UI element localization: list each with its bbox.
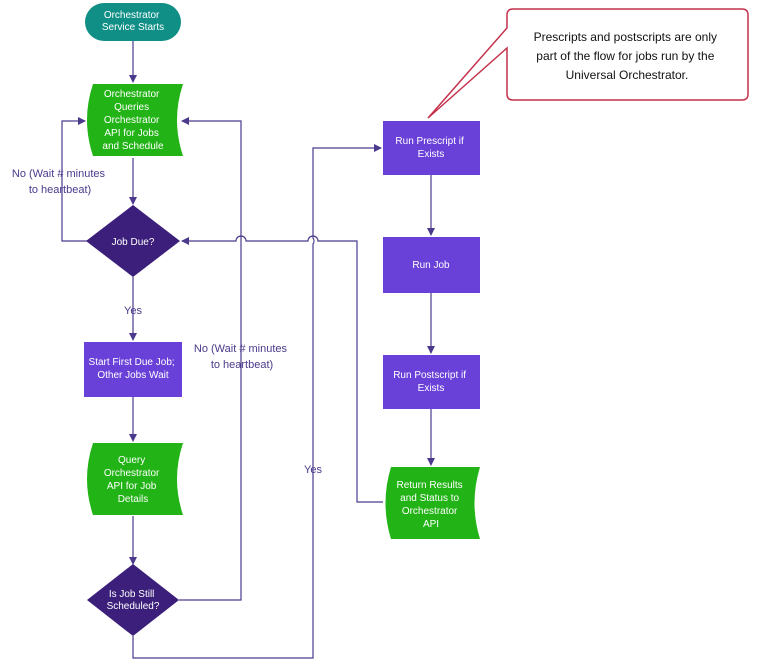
svg-text:Run Job: Run Job xyxy=(412,260,450,271)
callout-text-line: Prescripts and postscripts are only xyxy=(534,30,717,44)
connectors xyxy=(61,41,435,659)
callout-shape xyxy=(427,8,749,119)
node-text-line: Orchestrator xyxy=(402,506,458,517)
node-text-line: Is Job Still xyxy=(109,589,155,600)
edge-label-line: No (Wait # minutes xyxy=(12,168,106,180)
process-shape xyxy=(383,237,480,293)
node-text-line: Run Job xyxy=(412,260,450,271)
svg-text:Run Postscript if Exists: Run Postscript if Exists xyxy=(393,370,469,394)
node-text-line: Run Postscript if xyxy=(393,370,466,381)
node-job-still-scheduled-decision: Is Job Still Scheduled? xyxy=(87,564,179,636)
svg-text:Orchestrator Queries: Orchestrator Queries Orchestrator API fo… xyxy=(102,89,164,152)
node-service-start: Orchestrator Service Starts xyxy=(85,3,181,41)
svg-text:Is Job Still Scheduled?: Is Job Still Scheduled? xyxy=(107,589,160,612)
callout-text-line: part of the flow for jobs run by the xyxy=(536,49,714,63)
node-text-line: API for Jobs xyxy=(104,128,158,139)
callout-note: Prescripts and postscripts are only part… xyxy=(427,8,749,119)
data-shape xyxy=(385,467,480,539)
edge-label-line: to heartbeat) xyxy=(211,359,273,371)
node-text-line: API xyxy=(423,519,439,530)
svg-text:Start First Due Job; Oth: Start First Due Job; Other Jobs Wait xyxy=(89,357,178,381)
node-text-line: Other Jobs Wait xyxy=(97,370,169,381)
node-start-first-due-job: Start First Due Job; Other Jobs Wait xyxy=(84,342,182,397)
node-run-job: Run Job xyxy=(383,237,480,293)
node-run-prescript: Run Prescript if Exists xyxy=(383,121,480,175)
callout-text-line: Universal Orchestrator. xyxy=(566,68,689,82)
data-shape xyxy=(87,84,183,156)
node-text-line: Orchestrator xyxy=(104,10,160,21)
svg-text:Run Prescript if Exists: Run Prescript if Exists xyxy=(395,136,466,160)
node-run-postscript: Run Postscript if Exists xyxy=(383,355,480,409)
node-job-due-decision: Job Due? xyxy=(86,205,180,277)
node-text-line: Job Due? xyxy=(112,237,155,248)
node-text-line: and Schedule xyxy=(102,141,164,152)
node-text-line: Run Prescript if xyxy=(395,136,464,147)
data-shape xyxy=(87,443,183,515)
svg-text:Prescripts and postscripts are: Prescripts and postscripts are only part… xyxy=(534,30,721,82)
edge-stillscheduled-no-loop xyxy=(179,117,242,601)
edge-label-line: Yes xyxy=(304,464,322,476)
node-orchestrator-queries: Orchestrator Queries Orchestrator API fo… xyxy=(87,84,183,156)
terminator-shape xyxy=(85,3,181,41)
node-text-line: Queries xyxy=(114,102,149,113)
edge-jobdue-no-loop xyxy=(61,117,87,242)
node-query-job-details: Query Orchestrator API for Job Details xyxy=(87,443,183,515)
process-shape xyxy=(383,121,480,175)
edge-label-line: to heartbeat) xyxy=(29,184,91,196)
edge-label-yes-down: Yes xyxy=(124,305,142,317)
node-text-line: Exists xyxy=(418,149,445,160)
node-return-results: Return Results and Status to Orchestrato… xyxy=(385,467,480,539)
node-text-line: Start First Due Job; xyxy=(89,357,175,368)
node-text-line: Orchestrator xyxy=(104,115,160,126)
node-text-line: Orchestrator xyxy=(104,468,160,479)
decision-shape xyxy=(87,564,179,636)
edge-stillscheduled-yes xyxy=(132,144,382,659)
edge-label-no-left: No (Wait # minutes to heartbeat) xyxy=(12,168,108,196)
svg-text:Job Due?: Job Due? xyxy=(112,237,155,248)
decision-shape xyxy=(86,205,180,277)
process-shape xyxy=(84,342,182,397)
edge-return-to-jobdue xyxy=(181,235,383,503)
node-text-line: API for Job xyxy=(107,481,157,492)
edge-label-line: Yes xyxy=(124,305,142,317)
edge-label-no-middle: No (Wait # minutes to heartbeat) xyxy=(194,343,290,371)
node-text-line: Details xyxy=(118,494,149,505)
edge-label-yes-right: Yes xyxy=(304,464,322,476)
node-text-line: Service Starts xyxy=(102,22,164,33)
node-text-line: and Status to xyxy=(400,493,459,504)
process-shape xyxy=(383,355,480,409)
svg-text:Return Results and Statu: Return Results and Status to Orchestrato… xyxy=(397,480,466,530)
node-text-line: Exists xyxy=(418,383,445,394)
node-text-line: Orchestrator xyxy=(104,89,160,100)
node-text-line: Query xyxy=(118,455,145,466)
edge-label-line: No (Wait # minutes xyxy=(194,343,288,355)
node-text-line: Return Results xyxy=(397,480,463,491)
node-text-line: Scheduled? xyxy=(107,601,160,612)
svg-text:Query Orchestrator: Query Orchestrator API for Job Details xyxy=(104,455,162,505)
svg-text:Orchestrator Service Sta: Orchestrator Service Starts xyxy=(102,10,164,33)
